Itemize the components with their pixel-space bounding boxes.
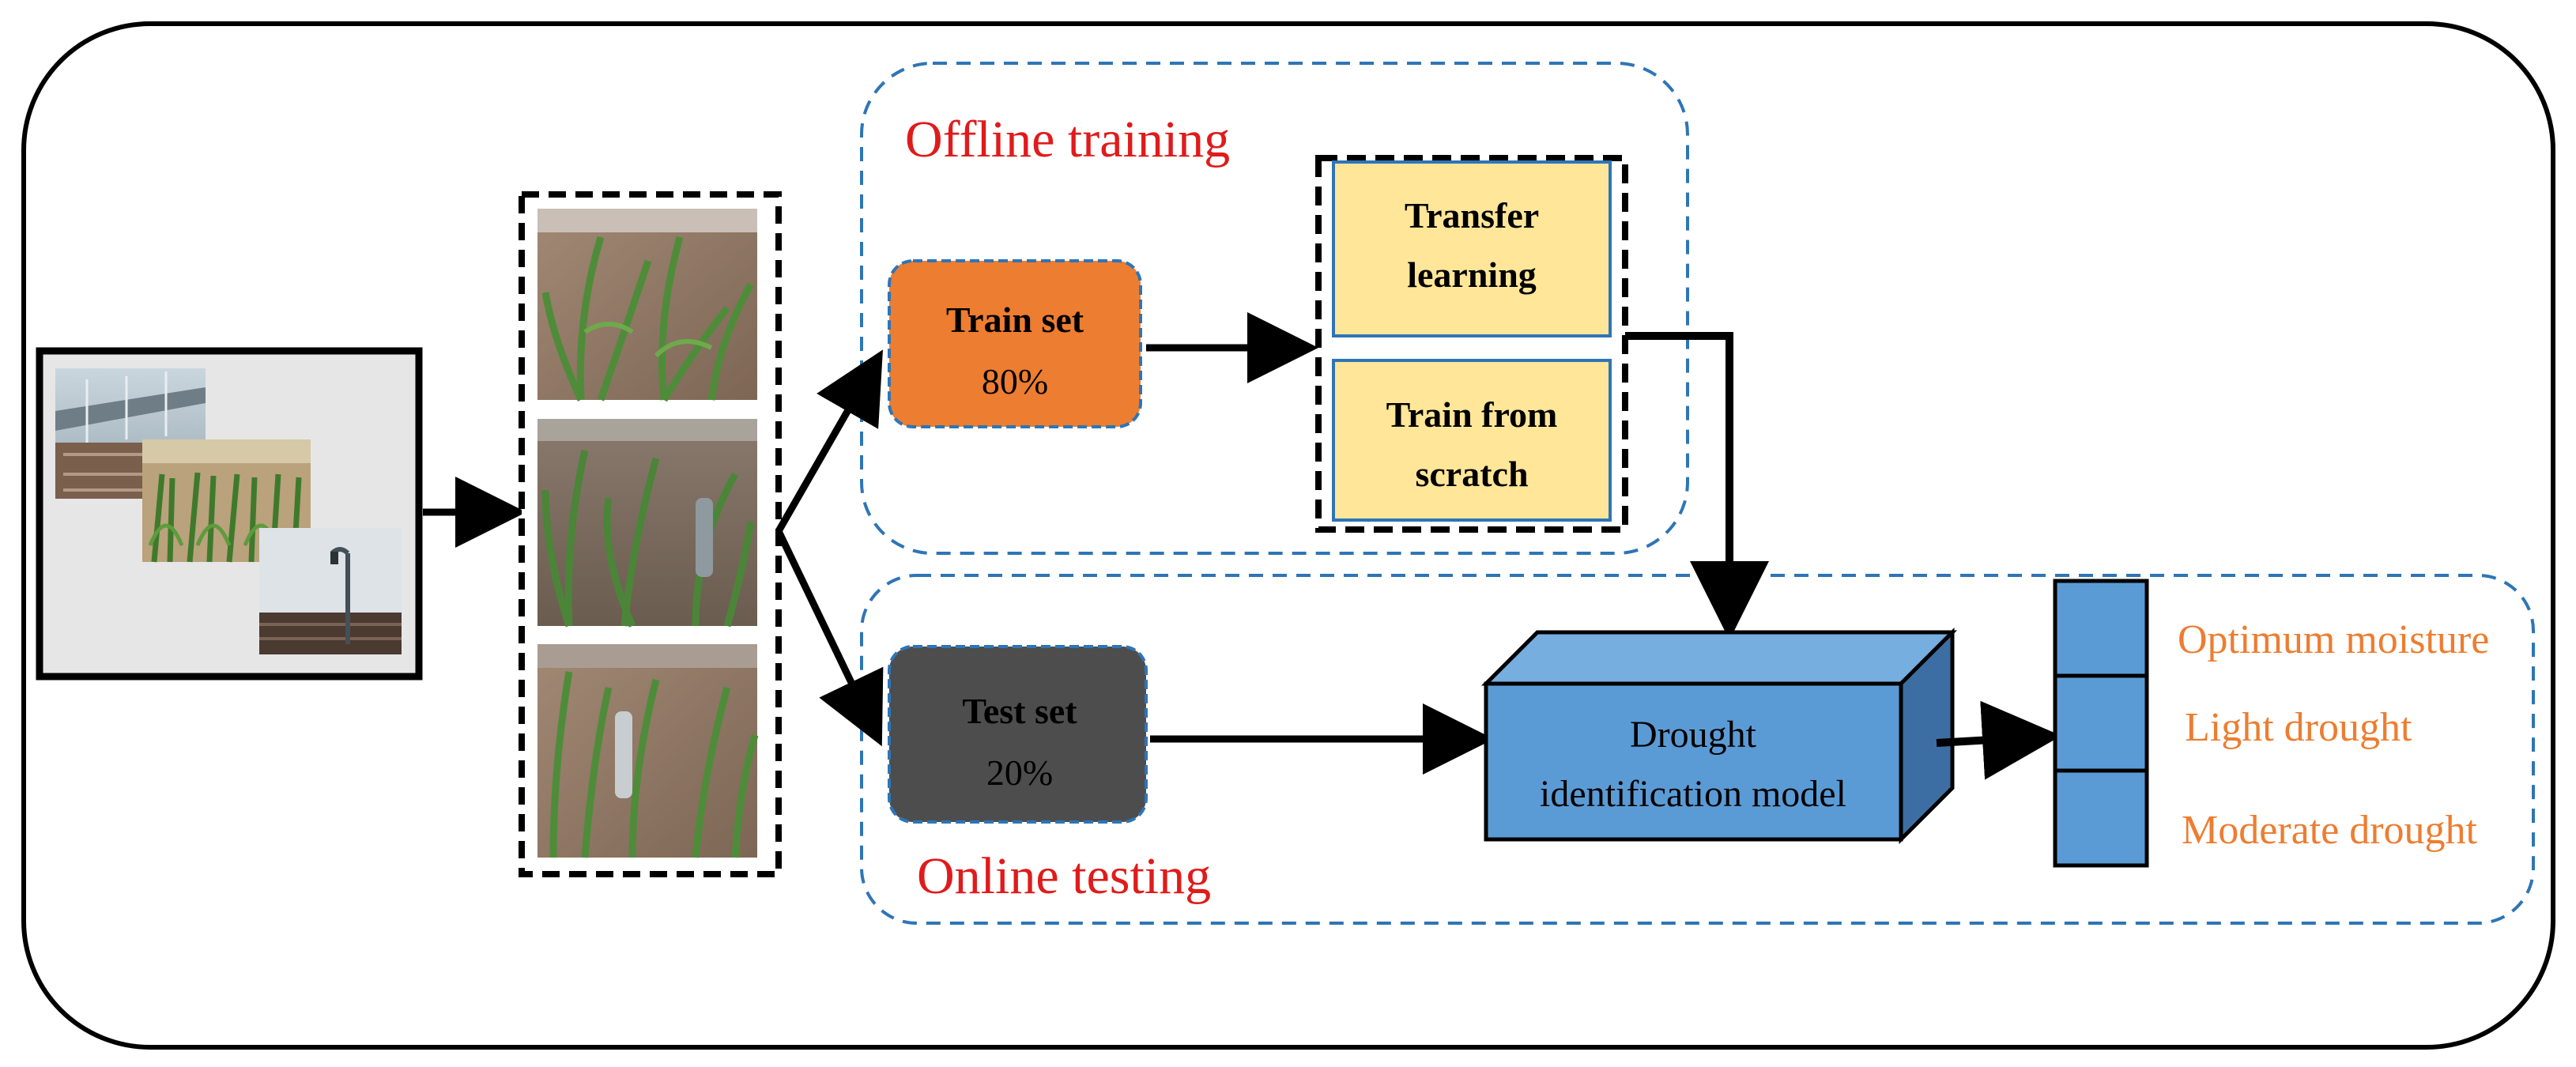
test-set-label: Test set bbox=[962, 691, 1077, 731]
output-vector bbox=[2053, 579, 2149, 868]
transfer-learning-line2: learning bbox=[1407, 254, 1537, 295]
output-cell-1 bbox=[2053, 579, 2149, 678]
model-label-line1: Drought bbox=[1630, 714, 1757, 756]
offline-training-title: Offline training bbox=[905, 111, 1230, 168]
greenhouse-photo-stack bbox=[36, 347, 423, 681]
train-from-scratch-box: Train from scratch bbox=[1332, 359, 1612, 522]
online-testing-title: Online testing bbox=[917, 847, 1211, 905]
class-label-moderate-drought: Moderate drought bbox=[2182, 808, 2478, 853]
output-cell-3 bbox=[2053, 768, 2149, 868]
methods-frame bbox=[1315, 155, 1628, 533]
soil-sensor bbox=[615, 711, 632, 798]
transfer-learning-line1: Transfer bbox=[1405, 195, 1539, 236]
crop-photo-1 bbox=[537, 209, 757, 402]
arrow-to-train-set bbox=[775, 349, 883, 534]
train-from-scratch-line1: Train from bbox=[1386, 394, 1558, 435]
crop-photo-2 bbox=[537, 419, 757, 628]
model-label-line2: identification model bbox=[1540, 773, 1846, 815]
transfer-learning-box: Transfer learning bbox=[1332, 160, 1612, 337]
arrow-model-to-output bbox=[1936, 700, 2061, 780]
train-from-scratch-line2: scratch bbox=[1415, 454, 1528, 494]
offline-training-region bbox=[860, 62, 1689, 555]
greenhouse-photo-3 bbox=[259, 528, 402, 654]
test-set-box: Test set 20% bbox=[888, 645, 1148, 824]
train-set-label: Train set bbox=[946, 300, 1084, 340]
train-set-box: Train set 80% bbox=[888, 259, 1142, 428]
online-testing-region bbox=[860, 574, 2535, 925]
test-set-value: 20% bbox=[986, 752, 1053, 793]
training-methods-group: Transfer learning Train from scratch bbox=[1315, 155, 1628, 533]
class-label-light-drought: Light drought bbox=[2185, 705, 2412, 750]
soil-sensor bbox=[696, 498, 713, 577]
output-cell-2 bbox=[2053, 673, 2149, 773]
arrow-to-test-set bbox=[775, 530, 884, 747]
crop-photo-3 bbox=[537, 644, 759, 858]
class-label-optimum-moisture: Optimum moisture bbox=[2178, 617, 2489, 662]
drought-model-box: Drought identification model bbox=[1480, 627, 1958, 845]
arrow-methods-to-model bbox=[1625, 332, 1769, 640]
maize-crop-photos bbox=[519, 191, 782, 877]
train-set-value: 80% bbox=[982, 361, 1048, 402]
